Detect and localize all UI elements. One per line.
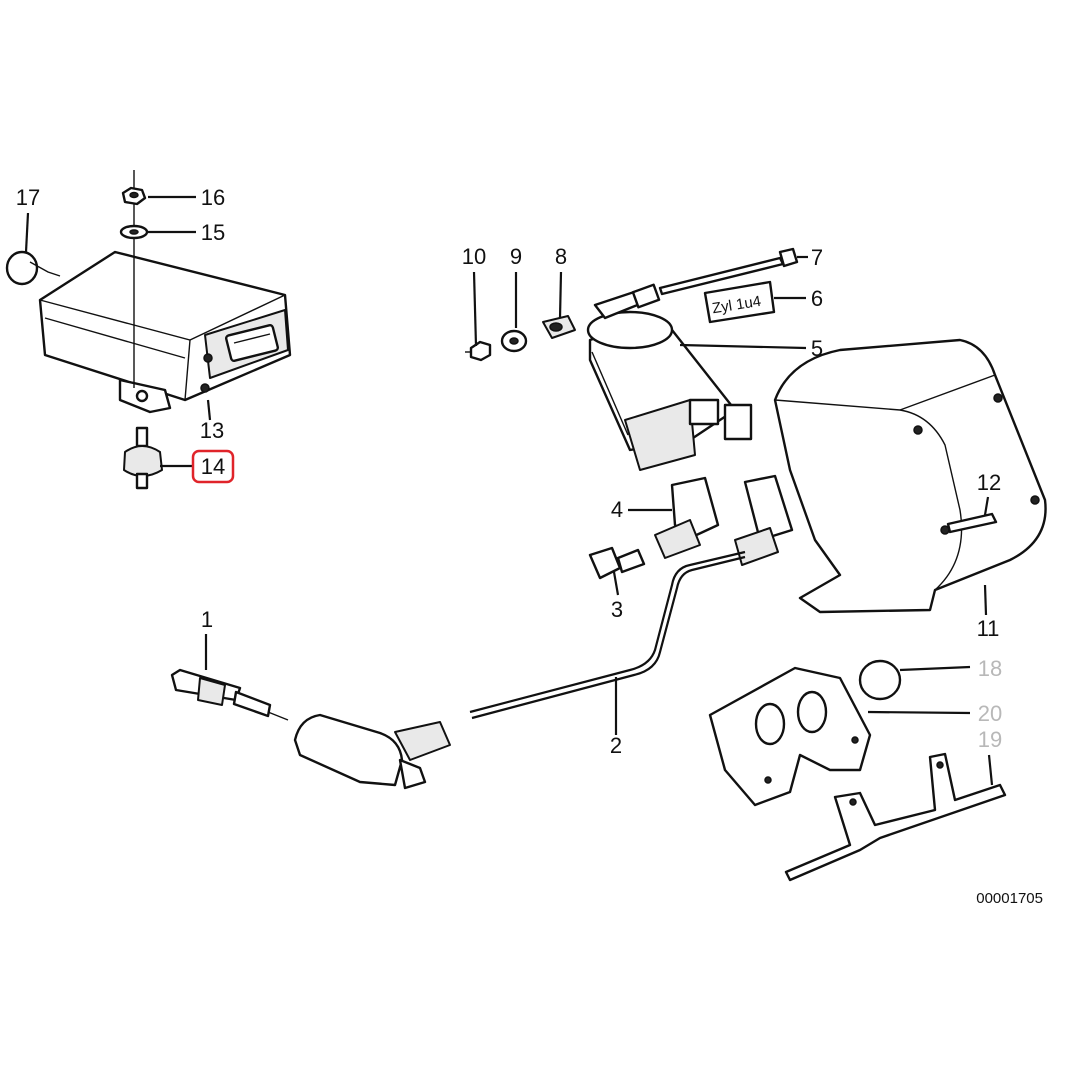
bracket-part-20 bbox=[708, 666, 872, 807]
leader-lines bbox=[24, 195, 994, 786]
callout-7[interactable]: 7 bbox=[811, 245, 823, 270]
bolt-part-7 bbox=[658, 247, 799, 296]
nut-part-16 bbox=[121, 186, 147, 206]
plug-connector-part-4 bbox=[654, 474, 794, 566]
callout-20[interactable]: 20 bbox=[978, 701, 1002, 726]
callout-14[interactable]: 14 bbox=[201, 454, 225, 479]
control-unit-part-13 bbox=[38, 250, 292, 414]
washer-part-9 bbox=[500, 329, 528, 353]
callout-5[interactable]: 5 bbox=[811, 336, 823, 361]
callout-11[interactable]: 11 bbox=[977, 616, 1000, 641]
callout-labels: 17 16 15 13 14 10 9 8 7 6 5 4 3 1 2 12 1… bbox=[16, 185, 1002, 758]
highlight-box-14 bbox=[191, 449, 235, 484]
grommet-part-8 bbox=[542, 315, 576, 339]
callout-12[interactable]: 12 bbox=[977, 470, 1001, 495]
rail-part-19 bbox=[784, 752, 1007, 882]
callout-9[interactable]: 9 bbox=[510, 244, 522, 269]
cap-part-18 bbox=[858, 659, 902, 701]
callout-6[interactable]: 6 bbox=[811, 286, 823, 311]
callout-3[interactable]: 3 bbox=[611, 597, 623, 622]
cover-part-11 bbox=[773, 338, 1047, 614]
callout-2[interactable]: 2 bbox=[610, 733, 622, 758]
ignition-lead-part-2 bbox=[394, 550, 746, 761]
callout-18[interactable]: 18 bbox=[978, 656, 1002, 681]
plug-cap bbox=[293, 713, 427, 790]
rubber-mount-part-14 bbox=[123, 426, 163, 490]
callout-10[interactable]: 10 bbox=[462, 244, 486, 269]
callout-1[interactable]: 1 bbox=[201, 607, 213, 632]
callout-15[interactable]: 15 bbox=[201, 220, 225, 245]
callout-16[interactable]: 16 bbox=[201, 185, 225, 210]
callout-8[interactable]: 8 bbox=[555, 244, 567, 269]
spark-plug-part-1 bbox=[170, 668, 289, 721]
cap-part-17 bbox=[5, 250, 61, 286]
drawing-number: 00001705 bbox=[976, 890, 1043, 907]
callout-17[interactable]: 17 bbox=[16, 185, 40, 210]
connector-part-3 bbox=[588, 546, 646, 580]
label-tag-part-6: Zyl 1u4 bbox=[703, 280, 776, 324]
callout-19[interactable]: 19 bbox=[978, 727, 1002, 752]
nut-part-10 bbox=[465, 340, 492, 362]
ignition-coil-part-5 bbox=[586, 283, 753, 471]
callout-13[interactable]: 13 bbox=[200, 418, 224, 443]
callout-4[interactable]: 4 bbox=[611, 497, 623, 522]
washer-part-15 bbox=[119, 224, 149, 240]
